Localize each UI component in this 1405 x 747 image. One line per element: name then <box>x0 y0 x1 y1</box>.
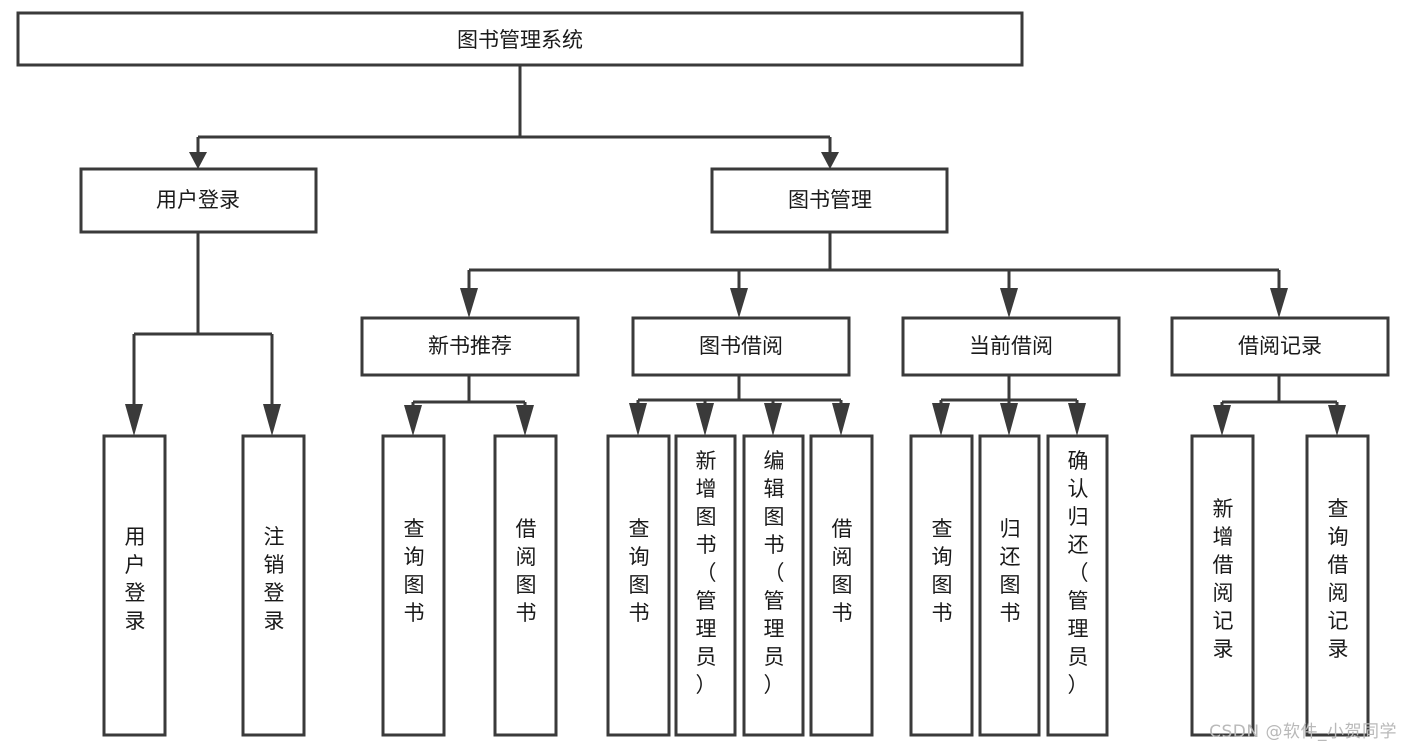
node-user-login-box[interactable] <box>79 167 318 234</box>
node-root[interactable]: 图书管理系统 <box>16 11 1024 67</box>
node-current-borrow[interactable]: 当前借阅 <box>901 316 1121 377</box>
arrow-head-leaf-confirm-return <box>1068 403 1086 436</box>
arrow-head-leaf-borrow-book-2 <box>832 403 850 436</box>
arrow-head-book-borrow <box>730 288 748 318</box>
node-book-borrow-label: 图书借阅 <box>699 334 783 358</box>
node-leaf-borrow-book-1-box[interactable] <box>493 434 558 737</box>
node-user-login[interactable]: 用户登录 <box>79 167 318 234</box>
node-leaf-add-book-label: 新增图书（管理员） <box>696 449 717 697</box>
arrow-head-leaf-logout <box>263 404 281 436</box>
arrow-head-leaf-add-record <box>1213 405 1231 436</box>
node-borrow-record-box[interactable] <box>1170 316 1390 377</box>
node-current-borrow-label: 当前借阅 <box>969 334 1053 358</box>
node-leaf-confirm-return-box[interactable] <box>1046 434 1109 737</box>
node-leaf-logout-label: 注销登录 <box>264 525 285 633</box>
node-leaf-confirm-return[interactable]: 确认归还（管理员） <box>1046 434 1109 737</box>
arrow-head-leaf-return-book <box>1000 403 1018 436</box>
node-leaf-logout[interactable]: 注销登录 <box>241 434 306 737</box>
node-leaf-borrow-book-2[interactable]: 借阅图书 <box>809 434 874 737</box>
node-leaf-query-book-2-label: 查询图书 <box>629 517 650 625</box>
arrow-head-new-book-recommend <box>460 288 478 318</box>
node-leaf-edit-book[interactable]: 编辑图书（管理员） <box>742 434 805 737</box>
csdn-watermark: CSDN @软件_小贺同学 <box>1209 722 1397 742</box>
node-leaf-query-book-3[interactable]: 查询图书 <box>909 434 974 737</box>
node-leaf-query-record-box[interactable] <box>1305 434 1370 737</box>
node-leaf-return-book[interactable]: 归还图书 <box>978 434 1041 737</box>
edge-layer <box>125 65 1346 436</box>
arrow-head-leaf-query-book-1 <box>404 405 422 436</box>
node-book-borrow[interactable]: 图书借阅 <box>631 316 851 377</box>
arrow-head-book-management <box>821 152 839 169</box>
node-book-management-label: 图书管理 <box>788 188 872 212</box>
node-leaf-borrow-book-1[interactable]: 借阅图书 <box>493 434 558 737</box>
node-book-borrow-box[interactable] <box>631 316 851 377</box>
node-leaf-edit-book-label: 编辑图书（管理员） <box>764 449 785 697</box>
node-new-book-recommend[interactable]: 新书推荐 <box>360 316 580 377</box>
node-leaf-borrow-book-2-label: 借阅图书 <box>832 517 853 625</box>
node-leaf-query-record[interactable]: 查询借阅记录 <box>1305 434 1370 737</box>
node-leaf-borrow-book-1-label: 借阅图书 <box>516 517 537 625</box>
node-user-login-label: 用户登录 <box>156 188 240 212</box>
arrow-head-leaf-query-book-3 <box>932 403 950 436</box>
node-borrow-record-label: 借阅记录 <box>1238 334 1322 358</box>
node-new-book-recommend-box[interactable] <box>360 316 580 377</box>
node-new-book-recommend-label: 新书推荐 <box>428 334 512 358</box>
node-leaf-query-record-label: 查询借阅记录 <box>1328 497 1349 661</box>
node-leaf-query-book-1-box[interactable] <box>381 434 446 737</box>
node-leaf-return-book-box[interactable] <box>978 434 1041 737</box>
node-root-label: 图书管理系统 <box>457 28 583 52</box>
arrow-head-leaf-query-record <box>1328 405 1346 436</box>
arrow-head-leaf-borrow-book-1 <box>516 405 534 436</box>
node-book-management-box[interactable] <box>710 167 949 234</box>
node-leaf-borrow-book-2-box[interactable] <box>809 434 874 737</box>
node-leaf-query-book-1-label: 查询图书 <box>404 517 425 625</box>
node-leaf-add-record-label: 新增借阅记录 <box>1213 497 1234 661</box>
node-book-management[interactable]: 图书管理 <box>710 167 949 234</box>
node-root-box[interactable] <box>16 11 1024 67</box>
node-leaf-query-book-2-box[interactable] <box>606 434 671 737</box>
node-leaf-query-book-2[interactable]: 查询图书 <box>606 434 671 737</box>
node-leaf-user-login-box[interactable] <box>102 434 167 737</box>
node-leaf-user-login-label: 用户登录 <box>125 525 146 633</box>
arrow-head-user-login <box>189 152 207 169</box>
arrow-head-borrow-record <box>1270 288 1288 318</box>
node-leaf-add-book[interactable]: 新增图书（管理员） <box>674 434 737 737</box>
node-leaf-add-record-box[interactable] <box>1190 434 1255 737</box>
node-leaf-query-book-3-box[interactable] <box>909 434 974 737</box>
node-leaf-logout-box[interactable] <box>241 434 306 737</box>
node-leaf-add-record[interactable]: 新增借阅记录 <box>1190 434 1255 737</box>
arrow-head-leaf-edit-book <box>764 403 782 436</box>
arrow-head-leaf-query-book-2 <box>629 403 647 436</box>
node-borrow-record[interactable]: 借阅记录 <box>1170 316 1390 377</box>
arrow-head-leaf-add-book <box>696 403 714 436</box>
arrow-head-leaf-user-login <box>125 404 143 436</box>
node-leaf-edit-book-box[interactable] <box>742 434 805 737</box>
node-leaf-return-book-label: 归还图书 <box>1000 517 1021 625</box>
node-leaf-user-login[interactable]: 用户登录 <box>102 434 167 737</box>
node-current-borrow-box[interactable] <box>901 316 1121 377</box>
node-leaf-query-book-1[interactable]: 查询图书 <box>381 434 446 737</box>
node-leaf-confirm-return-label: 确认归还（管理员） <box>1068 449 1089 697</box>
node-leaf-add-book-box[interactable] <box>674 434 737 737</box>
node-leaf-query-book-3-label: 查询图书 <box>932 517 953 625</box>
arrow-head-current-borrow <box>1000 288 1018 318</box>
